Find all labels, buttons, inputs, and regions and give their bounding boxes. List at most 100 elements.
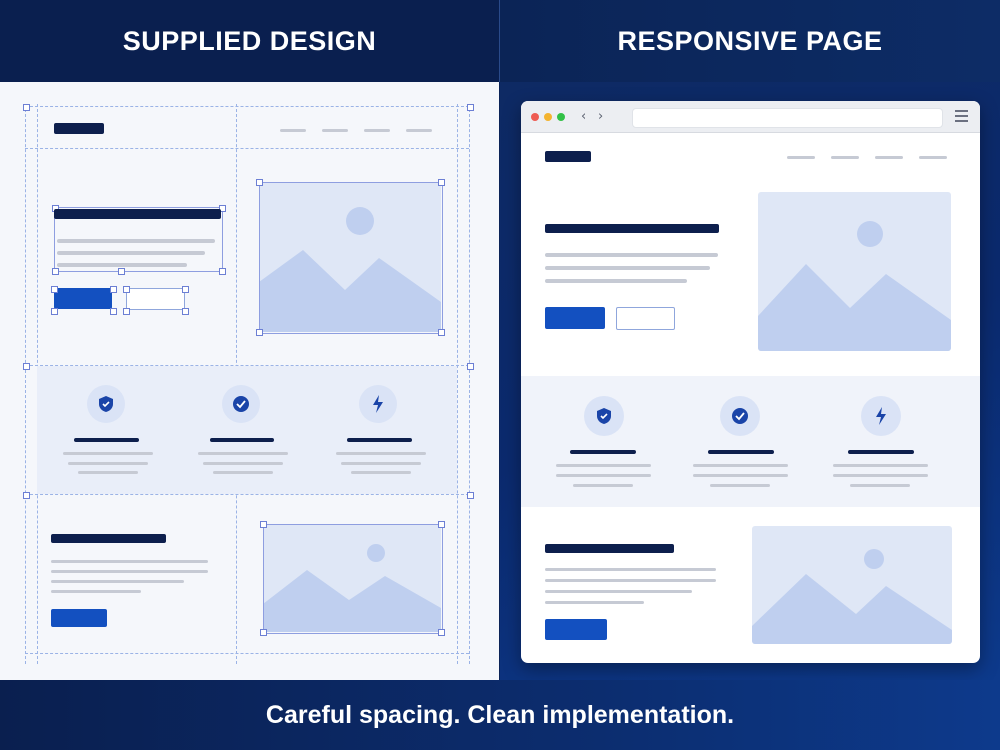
- feature-text-line: [213, 471, 273, 474]
- nav-link[interactable]: [831, 156, 859, 159]
- feature-title-block: [74, 438, 139, 442]
- selection-handle: [256, 179, 263, 186]
- selection-handle: [182, 308, 189, 315]
- guide-line: [25, 494, 469, 495]
- features-section: [521, 376, 980, 507]
- selection-handle: [438, 179, 445, 186]
- feature-text-line: [693, 474, 788, 477]
- check-circle-icon: [222, 385, 260, 423]
- responsive-page-header: RESPONSIVE PAGE: [500, 0, 1000, 82]
- hero-text-line: [545, 266, 710, 270]
- close-dot[interactable]: [531, 113, 539, 121]
- guide-line: [25, 653, 469, 654]
- chevron-right-icon[interactable]: ›: [598, 109, 604, 124]
- nav-link: [322, 129, 348, 132]
- lightning-icon: [861, 396, 901, 436]
- feature-title-block: [210, 438, 274, 442]
- design-mockup-panel: [0, 82, 499, 680]
- nav-link[interactable]: [875, 156, 903, 159]
- hero-heading-block: [54, 209, 221, 219]
- hero-text-line: [545, 279, 687, 283]
- address-bar[interactable]: [632, 108, 943, 128]
- section-text-line: [545, 579, 716, 582]
- primary-button[interactable]: [545, 307, 605, 329]
- maximize-dot[interactable]: [557, 113, 565, 121]
- hero-text-line: [57, 251, 205, 255]
- chevron-left-icon[interactable]: ‹: [581, 109, 587, 124]
- selection-handle: [260, 521, 267, 528]
- selection-handle: [219, 268, 226, 275]
- selection-handle: [438, 521, 445, 528]
- section-text-line: [545, 568, 716, 571]
- guide-handle: [467, 492, 474, 499]
- feature-text-line: [68, 462, 148, 465]
- responsive-page-title: RESPONSIVE PAGE: [617, 25, 883, 56]
- selection-handle: [123, 308, 130, 315]
- section-button[interactable]: [545, 619, 607, 640]
- section-button[interactable]: [51, 609, 107, 627]
- nav-link: [280, 129, 306, 132]
- header-divider: [499, 0, 500, 82]
- secondary-button[interactable]: [126, 288, 185, 310]
- selection-handle: [51, 308, 58, 315]
- section-text-line: [51, 580, 184, 583]
- guide-line: [25, 104, 26, 664]
- guide-handle: [467, 363, 474, 370]
- selection-handle: [110, 286, 117, 293]
- nav-link: [364, 129, 390, 132]
- browser-toolbar: ‹ ›: [521, 101, 980, 133]
- lightning-icon: [359, 385, 397, 423]
- selection-handle: [123, 286, 130, 293]
- check-circle-icon: [720, 396, 760, 436]
- footer-tagline: Careful spacing. Clean implementation.: [265, 700, 735, 729]
- selection-handle: [182, 286, 189, 293]
- feature-title-block: [570, 450, 636, 454]
- feature-title-block: [347, 438, 412, 442]
- selection-box: [54, 207, 223, 272]
- secondary-button[interactable]: [616, 307, 675, 330]
- nav-link: [406, 129, 432, 132]
- minimize-dot[interactable]: [544, 113, 552, 121]
- section-text-line: [51, 560, 208, 563]
- guide-handle: [23, 363, 30, 370]
- hero-text-line: [545, 253, 718, 257]
- hero-heading-block: [545, 224, 719, 233]
- nav-link[interactable]: [787, 156, 815, 159]
- guide-line: [25, 365, 469, 366]
- shield-icon: [87, 385, 125, 423]
- supplied-design-title: SUPPLIED DESIGN: [122, 25, 377, 56]
- image-selection-box: [259, 182, 443, 334]
- browser-window: ‹ ›: [521, 101, 980, 663]
- selection-handle: [118, 268, 125, 275]
- hamburger-menu-icon[interactable]: [955, 110, 968, 125]
- nav-link[interactable]: [919, 156, 947, 159]
- selection-handle: [110, 308, 117, 315]
- hero-text-line: [57, 239, 215, 243]
- feature-text-line: [78, 471, 138, 474]
- logo-block: [54, 123, 104, 134]
- selection-handle: [438, 629, 445, 636]
- image-selection-box: [263, 524, 443, 634]
- feature-text-line: [710, 484, 770, 487]
- feature-text-line: [198, 452, 288, 455]
- feature-text-line: [203, 462, 283, 465]
- guide-line: [457, 104, 458, 664]
- selection-handle: [438, 329, 445, 336]
- feature-text-line: [341, 462, 421, 465]
- primary-button[interactable]: [54, 288, 112, 309]
- hero-image-placeholder: [259, 182, 441, 332]
- section-image-placeholder: [752, 526, 952, 644]
- section-text-line: [51, 590, 141, 593]
- feature-text-line: [336, 452, 426, 455]
- logo-block: [545, 151, 591, 162]
- guide-line: [469, 104, 470, 664]
- feature-title-block: [708, 450, 774, 454]
- feature-text-line: [833, 464, 928, 467]
- section-text-line: [545, 601, 644, 604]
- selection-handle: [219, 205, 226, 212]
- feature-text-line: [833, 474, 928, 477]
- guide-handle: [467, 104, 474, 111]
- supplied-design-header: SUPPLIED DESIGN: [0, 0, 499, 82]
- shield-icon: [584, 396, 624, 436]
- feature-text-line: [573, 484, 633, 487]
